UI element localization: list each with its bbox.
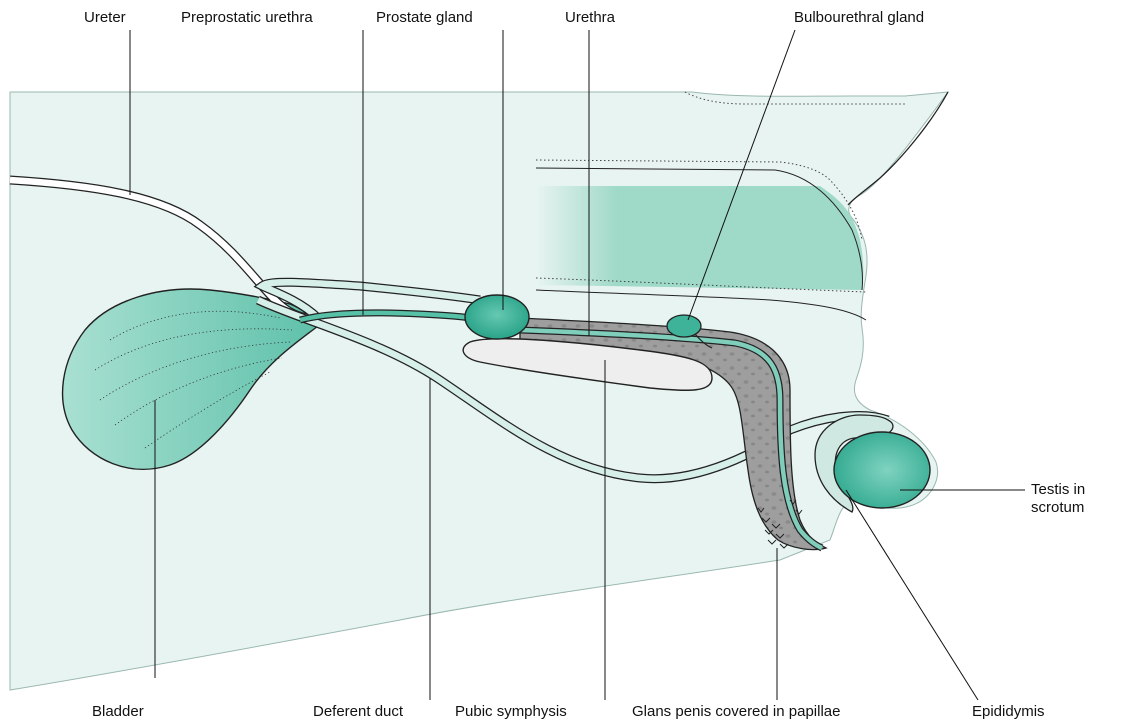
label-urethra: Urethra bbox=[565, 9, 615, 27]
label-testis-line2: scrotum bbox=[1031, 499, 1085, 517]
testis-organ bbox=[834, 432, 930, 508]
label-preprostatic-urethra: Preprostatic urethra bbox=[181, 9, 313, 27]
bulbourethral-gland-organ bbox=[667, 315, 701, 337]
label-epididymis: Epididymis bbox=[972, 703, 1045, 721]
label-bulbourethral-gland: Bulbourethral gland bbox=[794, 9, 924, 27]
label-deferent-duct: Deferent duct bbox=[313, 703, 403, 721]
label-testis-in-scrotum: Testis in scrotum bbox=[1031, 481, 1085, 517]
label-pubic-symphysis: Pubic symphysis bbox=[455, 703, 567, 721]
tissue-band bbox=[536, 186, 863, 290]
label-glans-penis: Glans penis covered in papillae bbox=[632, 703, 840, 721]
label-testis-line1: Testis in bbox=[1031, 481, 1085, 499]
label-prostate-gland: Prostate gland bbox=[376, 9, 473, 27]
label-bladder: Bladder bbox=[92, 703, 144, 721]
label-ureter: Ureter bbox=[84, 9, 126, 27]
prostate-gland-organ bbox=[465, 295, 529, 339]
